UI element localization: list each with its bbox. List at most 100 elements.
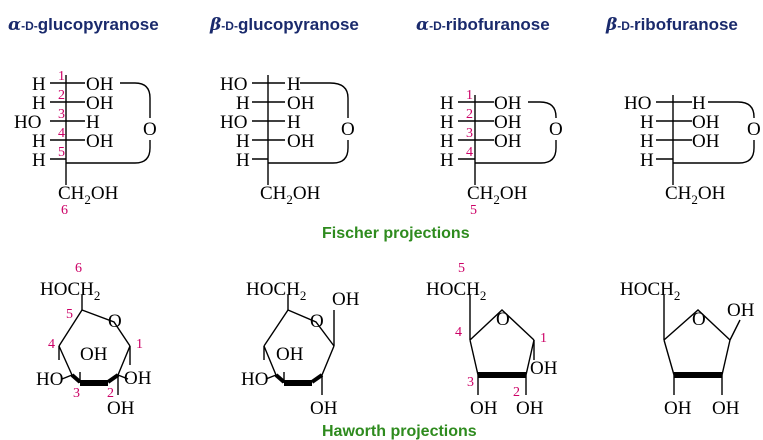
svg-text:HO: HO: [220, 74, 247, 95]
svg-text:HOCH2: HOCH2: [426, 279, 486, 303]
svg-text:HOCH2: HOCH2: [40, 279, 100, 303]
title-beta-d-glucopyranose: β-D-glucopyranose: [209, 15, 359, 35]
svg-text:OH: OH: [86, 131, 114, 152]
svg-text:OH: OH: [107, 398, 135, 419]
svg-text:OH: OH: [332, 289, 360, 310]
title-4-name: ribofuranose: [634, 15, 738, 34]
svg-text:OH: OH: [494, 93, 522, 114]
svg-text:3: 3: [73, 386, 80, 401]
svg-text:2: 2: [58, 88, 65, 103]
svg-text:6: 6: [61, 203, 68, 218]
svg-text:6: 6: [75, 261, 82, 276]
svg-text:H: H: [32, 74, 46, 95]
title-1-greek: α: [8, 15, 21, 35]
svg-text:OH: OH: [470, 398, 498, 419]
title-3-greek: α: [416, 15, 429, 35]
svg-text:OH: OH: [276, 344, 304, 365]
svg-text:CH2OH: CH2OH: [260, 183, 321, 207]
title-2-greek: β: [209, 15, 221, 35]
fischer-beta-ribofuranose: HO H H OH H OH H O CH2OH: [624, 93, 761, 207]
svg-text:HO: HO: [14, 112, 41, 133]
svg-text:CH2OH: CH2OH: [665, 183, 726, 207]
svg-text:5: 5: [66, 307, 73, 322]
svg-text:H: H: [440, 150, 454, 171]
haworth-alpha-glucopyranose: HOCH2 O OH HO OH OH 6 5 4 1 2 3: [36, 261, 152, 419]
svg-text:H: H: [32, 131, 46, 152]
svg-text:H: H: [86, 112, 100, 133]
svg-text:4: 4: [58, 126, 65, 141]
svg-text:1: 1: [136, 337, 143, 352]
svg-text:HO: HO: [624, 93, 651, 114]
svg-text:OH: OH: [530, 358, 558, 379]
svg-text:H: H: [440, 93, 454, 114]
title-1-d: -D-: [21, 19, 38, 33]
fischer-section-label: Fischer projections: [322, 225, 470, 242]
title-1-name: glucopyranose: [38, 15, 159, 34]
svg-text:HO: HO: [220, 112, 247, 133]
svg-text:HO: HO: [241, 369, 268, 390]
svg-text:5: 5: [470, 203, 477, 218]
haworth-beta-ribofuranose: HOCH2 O OH OH OH: [620, 279, 755, 419]
svg-text:1: 1: [58, 69, 65, 84]
svg-text:OH: OH: [86, 93, 114, 114]
title-4-greek: β: [605, 15, 617, 35]
haworth-alpha-ribofuranose: HOCH2 O OH OH OH 5 4 1 3 2: [426, 261, 558, 419]
svg-text:2: 2: [107, 386, 114, 401]
haworth-beta-glucopyranose: HOCH2 O OH OH HO OH: [241, 279, 360, 419]
svg-text:2: 2: [513, 385, 520, 400]
svg-text:β-D-ribofuranose: β-D-ribofuranose: [605, 15, 738, 35]
svg-text:5: 5: [458, 261, 465, 276]
svg-text:O: O: [143, 119, 157, 140]
title-alpha-d-ribofuranose: α-D-ribofuranose: [416, 15, 550, 35]
svg-text:OH: OH: [516, 398, 544, 419]
svg-text:O: O: [549, 119, 563, 140]
svg-text:β-D-glucopyranose: β-D-glucopyranose: [209, 15, 359, 35]
svg-text:4: 4: [455, 325, 462, 340]
fischer-alpha-glucopyranose: H OH H OH HO H H OH H O CH2OH 1 2 3 4 5 …: [14, 69, 157, 218]
svg-text:OH: OH: [692, 112, 720, 133]
svg-text:H: H: [640, 112, 654, 133]
svg-text:H: H: [692, 93, 706, 114]
svg-text:3: 3: [466, 126, 473, 141]
svg-text:CH2OH: CH2OH: [467, 183, 528, 207]
svg-text:O: O: [341, 119, 355, 140]
svg-text:HOCH2: HOCH2: [246, 279, 306, 303]
title-2-name: glucopyranose: [238, 15, 359, 34]
fischer-beta-glucopyranose: HO H H OH HO H H OH H O CH2OH: [220, 74, 355, 207]
svg-text:4: 4: [48, 337, 55, 352]
svg-text:OH: OH: [692, 131, 720, 152]
svg-text:H: H: [32, 93, 46, 114]
title-4-d: -D-: [617, 19, 634, 33]
svg-text:OH: OH: [287, 93, 315, 114]
title-alpha-d-glucopyranose: α-D-glucopyranose: [8, 15, 159, 35]
svg-text:HOCH2: HOCH2: [620, 279, 680, 303]
svg-text:H: H: [236, 131, 250, 152]
svg-text:OH: OH: [86, 74, 114, 95]
svg-text:O: O: [496, 309, 510, 330]
svg-text:H: H: [287, 112, 301, 133]
fischer-alpha-ribofuranose: H OH H OH H OH H O CH2OH 1 2 3 4 5: [440, 88, 563, 218]
svg-text:O: O: [747, 119, 761, 140]
svg-text:H: H: [440, 131, 454, 152]
svg-text:OH: OH: [287, 131, 315, 152]
svg-text:OH: OH: [712, 398, 740, 419]
svg-text:α-D-ribofuranose: α-D-ribofuranose: [416, 15, 550, 35]
svg-text:3: 3: [58, 107, 65, 122]
svg-text:H: H: [640, 131, 654, 152]
haworth-section-label: Haworth projections: [322, 423, 477, 440]
svg-text:O: O: [692, 309, 706, 330]
svg-text:1: 1: [466, 88, 473, 103]
svg-text:OH: OH: [664, 398, 692, 419]
svg-text:O: O: [310, 311, 324, 332]
svg-text:OH: OH: [124, 368, 152, 389]
svg-text:OH: OH: [494, 131, 522, 152]
svg-text:2: 2: [466, 107, 473, 122]
svg-text:α-D-glucopyranose: α-D-glucopyranose: [8, 15, 159, 35]
svg-text:H: H: [236, 93, 250, 114]
svg-text:OH: OH: [80, 344, 108, 365]
title-2-d: -D-: [221, 19, 238, 33]
svg-text:H: H: [440, 112, 454, 133]
svg-text:HO: HO: [36, 369, 63, 390]
svg-text:H: H: [236, 150, 250, 171]
